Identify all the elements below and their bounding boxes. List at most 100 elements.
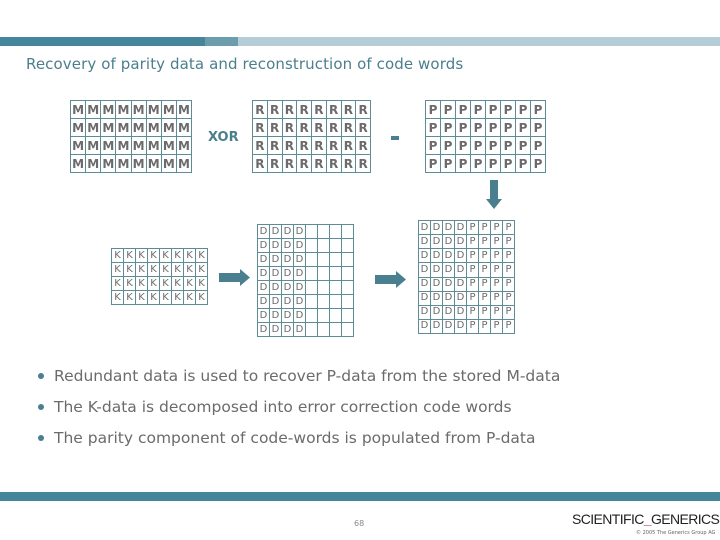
grid-cell: P — [441, 101, 456, 119]
grid-cell — [306, 253, 318, 267]
grid-cell: P — [491, 305, 503, 320]
grid-cell: M — [71, 155, 87, 173]
grid-cell: P — [467, 305, 479, 320]
grid-cell: M — [176, 137, 192, 155]
grid-cell: K — [148, 263, 160, 277]
grid-cell: D — [455, 235, 467, 250]
grid-cell — [306, 295, 318, 309]
grid-cell: P — [471, 119, 486, 137]
grid-cell: M — [161, 155, 177, 173]
grid-cell: P — [441, 119, 456, 137]
grid-cell: P — [426, 119, 441, 137]
copyright-text: © 2005 The Generics Group AG — [636, 530, 716, 536]
grid-cell: R — [267, 101, 283, 119]
grid-cell: P — [491, 235, 503, 250]
grid-cell: P — [467, 277, 479, 292]
header-bar — [0, 37, 720, 46]
grid-cell: D — [270, 267, 282, 281]
grid-cell: P — [467, 235, 479, 250]
grid-cell: D — [270, 281, 282, 295]
grid-cell: D — [419, 249, 431, 264]
bullet-item: Redundant data is used to recover P-data… — [38, 360, 560, 391]
header-bar-light — [238, 37, 720, 46]
grid-cell: P — [479, 305, 491, 320]
grid-cell: D — [282, 253, 294, 267]
grid-cell: D — [455, 319, 467, 334]
grid-cell: R — [356, 119, 371, 137]
grid-cell: P — [531, 137, 546, 155]
grid-cell: K — [172, 249, 184, 263]
grid-cell: D — [294, 295, 306, 309]
grid-cell — [318, 281, 330, 295]
grid-cell: R — [253, 119, 268, 137]
grid-cell: R — [282, 119, 298, 137]
grid-cell — [342, 253, 354, 267]
grid-cell — [318, 295, 330, 309]
grid-cell — [318, 253, 330, 267]
grid-cell: R — [341, 101, 357, 119]
grid-cell: D — [431, 277, 443, 292]
grid-cell: P — [471, 101, 486, 119]
grid-cell: P — [501, 155, 516, 173]
grid-cell: D — [443, 263, 455, 278]
grid-cell: R — [253, 101, 268, 119]
grid-cell — [330, 239, 342, 253]
grid-cell: P — [503, 277, 515, 292]
grid-cell: R — [267, 155, 283, 173]
grid-cell: M — [131, 137, 147, 155]
grid-cell: M — [86, 155, 102, 173]
grid-cell: D — [419, 291, 431, 306]
grid-cell: D — [270, 253, 282, 267]
grid-cell: D — [419, 277, 431, 292]
grid-cell: M — [116, 119, 132, 137]
grid-cell: D — [443, 249, 455, 264]
bullet-item: The parity component of code-words is po… — [38, 422, 560, 453]
grid-cell: R — [282, 101, 298, 119]
grid-cell: M — [71, 101, 87, 119]
grid-cell: D — [282, 309, 294, 323]
grid-cell: D — [258, 225, 270, 239]
grid-cell: P — [456, 137, 471, 155]
grid-cell: D — [443, 277, 455, 292]
grid-cell — [342, 281, 354, 295]
grid-cell: M — [101, 119, 117, 137]
grid-cell — [318, 323, 330, 337]
grid-cell: K — [184, 249, 196, 263]
grid-cell: P — [531, 119, 546, 137]
grid-cell: P — [491, 221, 503, 236]
grid-cell: D — [282, 295, 294, 309]
bullet-text: Redundant data is used to recover P-data… — [54, 366, 561, 385]
grid-cell: K — [160, 249, 172, 263]
bullet-dot-icon — [38, 403, 44, 410]
grid-cell: D — [270, 239, 282, 253]
grid-cell: D — [431, 249, 443, 264]
grid-cell: P — [479, 277, 491, 292]
company-logo: SCIENTIFIC_GENERICS — [572, 511, 720, 527]
grid-cell: P — [479, 235, 491, 250]
grid-cell: K — [112, 263, 124, 277]
grid-cell: M — [161, 101, 177, 119]
logo-left: SCIENTIFIC — [572, 511, 644, 527]
grid-cell: D — [258, 323, 270, 337]
grid-cell: K — [124, 291, 136, 305]
grid-cell: P — [516, 101, 531, 119]
grid-cell: D — [443, 235, 455, 250]
grid-cell: K — [160, 277, 172, 291]
grid-cell: D — [294, 281, 306, 295]
grid-cell: K — [196, 291, 208, 305]
grid-cell: D — [431, 291, 443, 306]
grid-cell: P — [503, 263, 515, 278]
grid-cell: P — [456, 119, 471, 137]
grid-cell: D — [431, 235, 443, 250]
grid-cell: M — [131, 119, 147, 137]
grid-cell: K — [172, 263, 184, 277]
grid-cell — [330, 253, 342, 267]
grid-cell: D — [455, 263, 467, 278]
grid-cell — [330, 309, 342, 323]
grid-cell — [318, 225, 330, 239]
grid-cell: M — [176, 119, 192, 137]
grid-cell — [330, 295, 342, 309]
grid-cell: P — [479, 291, 491, 306]
